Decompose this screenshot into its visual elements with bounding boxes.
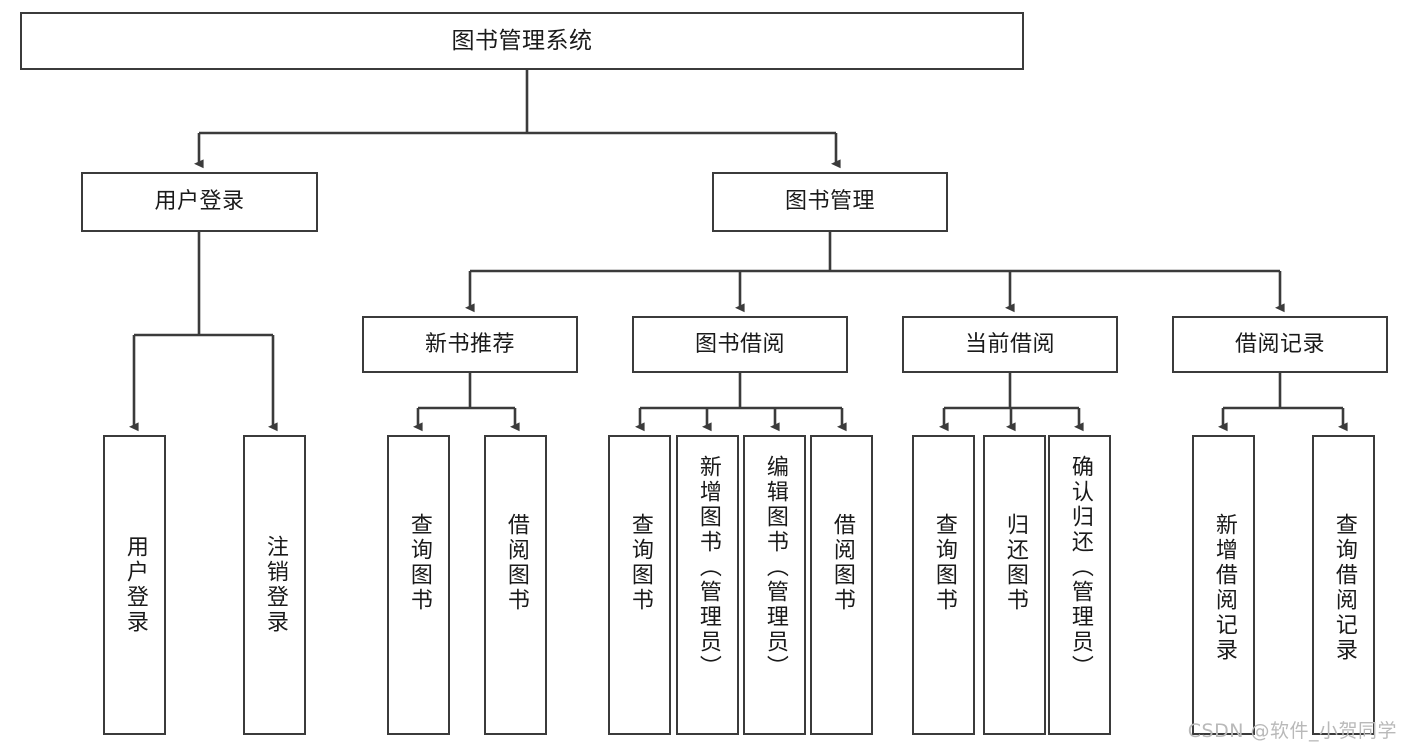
- leaf-record-query-record[interactable]: 查询借阅记录: [1312, 435, 1375, 735]
- node-label: 图书管理系统: [451, 27, 593, 54]
- node-label: 借阅图书: [829, 513, 855, 613]
- node-label: 新增图书（管理员）: [695, 455, 721, 680]
- node-label: 查询借阅记录: [1331, 513, 1357, 663]
- leaf-borrow-edit-book[interactable]: 编辑图书（管理员）: [743, 435, 806, 735]
- leaf-borrow-query-book[interactable]: 查询图书: [608, 435, 671, 735]
- node-label: 借阅图书: [503, 513, 529, 613]
- node-label: 图书管理: [784, 189, 875, 215]
- leaf-record-add-record[interactable]: 新增借阅记录: [1192, 435, 1255, 735]
- leaf-borrow-borrow-book[interactable]: 借阅图书: [810, 435, 873, 735]
- node-book-management[interactable]: 图书管理: [712, 172, 948, 232]
- node-label: 确认归还（管理员）: [1067, 455, 1093, 680]
- node-label: 用户登录: [154, 189, 245, 215]
- node-label: 新书推荐: [424, 331, 515, 357]
- node-root-system[interactable]: 图书管理系统: [20, 12, 1024, 70]
- node-label: 查询图书: [627, 513, 653, 613]
- leaf-new-book-borrow[interactable]: 借阅图书: [484, 435, 547, 735]
- leaf-current-confirm-return[interactable]: 确认归还（管理员）: [1048, 435, 1111, 735]
- node-label: 新增借阅记录: [1211, 513, 1237, 663]
- leaf-current-return-book[interactable]: 归还图书: [983, 435, 1046, 735]
- node-user-login[interactable]: 用户登录: [81, 172, 318, 232]
- node-new-book-recommend[interactable]: 新书推荐: [362, 316, 578, 373]
- watermark-text: CSDN @软件_小贺同学: [1187, 720, 1397, 742]
- leaf-user-login-logout[interactable]: 注销登录: [243, 435, 306, 735]
- leaf-user-login-login[interactable]: 用户登录: [103, 435, 166, 735]
- node-label: 查询图书: [931, 513, 957, 613]
- leaf-borrow-add-book[interactable]: 新增图书（管理员）: [676, 435, 739, 735]
- node-label: 当前借阅: [964, 331, 1055, 357]
- node-label: 归还图书: [1002, 513, 1028, 613]
- leaf-current-query-book[interactable]: 查询图书: [912, 435, 975, 735]
- node-label: 注销登录: [262, 535, 288, 635]
- node-label: 编辑图书（管理员）: [762, 455, 788, 680]
- node-label: 图书借阅: [694, 331, 785, 357]
- node-current-borrow[interactable]: 当前借阅: [902, 316, 1118, 373]
- node-label: 查询图书: [406, 513, 432, 613]
- node-label: 借阅记录: [1234, 331, 1325, 357]
- node-label: 用户登录: [122, 535, 148, 635]
- leaf-new-book-query[interactable]: 查询图书: [387, 435, 450, 735]
- node-borrow-record[interactable]: 借阅记录: [1172, 316, 1388, 373]
- node-book-borrow[interactable]: 图书借阅: [632, 316, 848, 373]
